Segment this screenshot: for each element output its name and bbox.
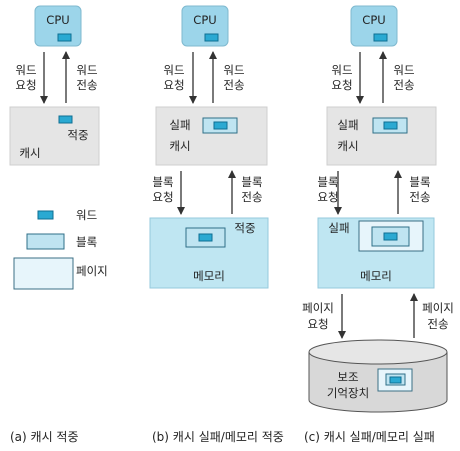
block-transfer-label-2: 전송 xyxy=(409,190,430,204)
memory-box: 적중 메모리 xyxy=(149,217,269,289)
word-block xyxy=(57,33,72,42)
cpu-label: CPU xyxy=(362,13,385,27)
block-request-label-2: 요청 xyxy=(152,190,173,204)
cache-label: 캐시 xyxy=(337,139,358,153)
word-block xyxy=(389,376,402,384)
word-transfer-label-1: 워드 xyxy=(76,63,97,77)
block-request-label-1: 블록 xyxy=(152,175,173,189)
miss-label: 실패 xyxy=(169,118,190,132)
hit-label: 적중 xyxy=(234,221,255,235)
cpu-label: CPU xyxy=(46,13,69,27)
word-block xyxy=(383,232,398,241)
page-transfer-label-1: 페이지 xyxy=(422,301,454,315)
word-request-label-2: 요청 xyxy=(331,78,352,92)
word-request-label-2: 요청 xyxy=(15,78,36,92)
caption-b: (b) 캐시 실패/메모리 적중 xyxy=(152,430,284,444)
legend-word-swatch xyxy=(37,210,54,220)
word-request-label-1: 워드 xyxy=(15,63,36,77)
cache-box: 적중 캐시 xyxy=(9,106,100,166)
word-transfer-label-2: 전송 xyxy=(223,78,244,92)
word-transfer-label-1: 워드 xyxy=(393,63,414,77)
word-block xyxy=(58,115,73,124)
block-request-label-2: 요청 xyxy=(317,190,338,204)
word-block xyxy=(198,233,213,242)
cpu-box: CPU xyxy=(34,5,82,47)
word-block xyxy=(204,33,219,42)
block-transfer-label-2: 전송 xyxy=(241,190,262,204)
miss-label: 실패 xyxy=(328,221,349,235)
cache-label: 캐시 xyxy=(19,146,40,160)
panel-b-cache-miss-memory-hit: CPU 워드 요청 워드 전송 실패 캐시 블록 요청 블록 전송 적중 메모리… xyxy=(149,5,284,444)
page-request-label-1: 페이지 xyxy=(302,301,334,315)
word-request-label-2: 요청 xyxy=(163,78,184,92)
word-transfer-label-1: 워드 xyxy=(223,63,244,77)
legend-block-swatch xyxy=(26,233,65,250)
miss-label: 실패 xyxy=(337,118,358,132)
block-transfer-label-1: 블록 xyxy=(241,175,262,189)
legend-page-label: 페이지 xyxy=(76,264,108,278)
word-transfer-label-2: 전송 xyxy=(76,78,97,92)
cpu-label: CPU xyxy=(193,13,216,27)
word-request-label-1: 워드 xyxy=(331,63,352,77)
legend-page-swatch xyxy=(13,257,74,290)
word-transfer-label-2: 전송 xyxy=(393,78,414,92)
word-block xyxy=(383,121,398,130)
word-block xyxy=(213,121,228,130)
memory-label: 메모리 xyxy=(193,269,225,283)
cache-box: 실패 캐시 xyxy=(155,106,268,166)
cpu-box: CPU xyxy=(181,5,229,47)
page-request-label-2: 요청 xyxy=(307,317,328,331)
word-request-label-1: 워드 xyxy=(163,63,184,77)
cache-box: 실패 캐시 xyxy=(326,106,437,166)
legend: 워드 블록 페이지 xyxy=(13,208,108,290)
cache-label: 캐시 xyxy=(169,139,190,153)
legend-block-label: 블록 xyxy=(76,235,97,249)
hit-label: 적중 xyxy=(67,128,88,142)
page-transfer-label-2: 전송 xyxy=(427,317,448,331)
aux-storage-label-1: 보조 xyxy=(337,370,358,384)
cpu-box: CPU xyxy=(350,5,398,47)
aux-storage-disk: 보조 기억장치 xyxy=(308,339,448,413)
caption-c: (c) 캐시 실패/메모리 실패 xyxy=(304,430,435,444)
caption-a: (a) 캐시 적중 xyxy=(10,430,79,444)
panel-c-cache-miss-memory-miss: CPU 워드 요청 워드 전송 실패 캐시 블록 요청 블록 전송 실패 메모리 xyxy=(302,5,454,444)
memory-label: 메모리 xyxy=(360,269,392,283)
aux-storage-label-2: 기억장치 xyxy=(327,386,369,400)
panel-a-cache-hit: CPU 워드 요청 워드 전송 적중 캐시 워드 블록 페이지 (a) 캐시 적… xyxy=(9,5,108,444)
block-request-label-1: 블록 xyxy=(317,175,338,189)
block-transfer-label-1: 블록 xyxy=(409,175,430,189)
word-block xyxy=(373,33,388,42)
memory-box: 실패 메모리 xyxy=(317,217,435,289)
legend-word-label: 워드 xyxy=(76,208,97,222)
